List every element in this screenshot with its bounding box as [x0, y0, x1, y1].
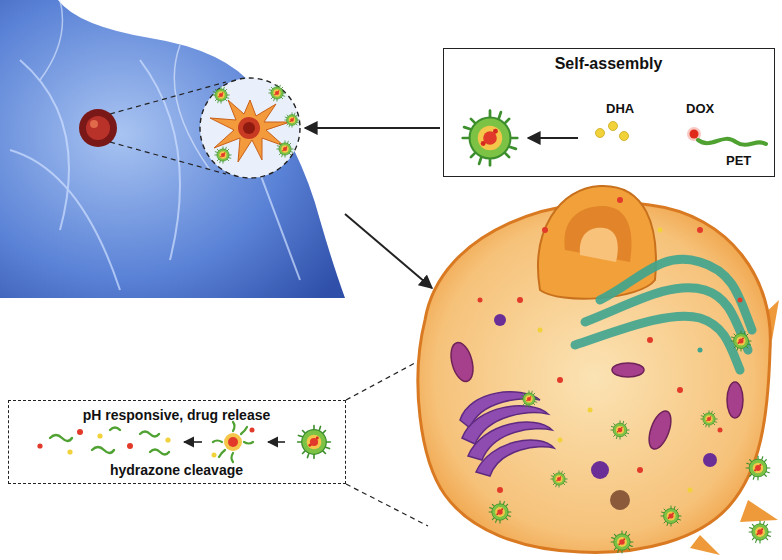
tumor: [79, 109, 117, 147]
leader-line: [346, 356, 428, 400]
flow-arrow: [305, 127, 440, 129]
box-caption: hydrazone cleavage: [110, 462, 243, 478]
body-figure: [0, 0, 345, 298]
box-heading: pH responsive, drug release: [83, 407, 271, 423]
cancer-cell: [418, 186, 779, 555]
component-label: DHA: [606, 101, 634, 116]
process-box: Self-assemblyDHA DOX PET: [443, 48, 775, 177]
component-label: DOX: [686, 101, 714, 116]
box-heading: Self-assembly: [555, 55, 663, 73]
release-sketch: [37, 422, 330, 462]
component-label: PET: [726, 153, 751, 168]
self-assembly-sketch: [463, 111, 766, 166]
leader-line: [346, 484, 428, 526]
flow-arrow: [345, 214, 432, 288]
zoom-circle: [200, 78, 300, 178]
callout-box: pH responsive, drug release hydrazone cle…: [8, 400, 346, 484]
